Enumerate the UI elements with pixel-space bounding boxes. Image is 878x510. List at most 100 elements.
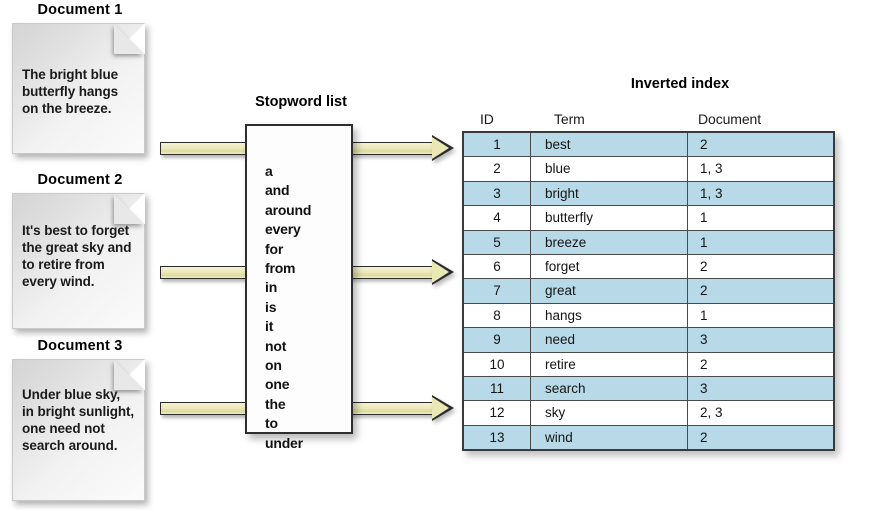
stopword-item: the	[265, 395, 286, 412]
document-3-group: Document 3 Under blue sky, in bright sun…	[0, 338, 160, 501]
cell-id: 3	[464, 181, 531, 207]
inverted-index-title: Inverted index	[630, 76, 730, 92]
column-header-document: Document	[698, 111, 762, 127]
document-3-text: Under blue sky, in bright sunlight, one …	[22, 387, 135, 453]
document-1-title: Document 1	[37, 2, 123, 18]
document-1-card: The bright blue butterfly hangs on the b…	[12, 23, 145, 154]
stopword-item: every	[265, 221, 301, 238]
cell-term: great	[530, 278, 688, 304]
stopword-item: for	[265, 240, 284, 257]
cell-id: 1	[464, 133, 531, 158]
cell-term: best	[530, 133, 688, 158]
cell-document: 1, 3	[687, 181, 833, 207]
cell-id: 11	[464, 376, 531, 402]
cell-term: forget	[530, 254, 688, 280]
cell-term: breeze	[530, 230, 688, 256]
page-fold-icon	[114, 24, 144, 54]
page-fold-icon	[114, 194, 144, 224]
cell-term: search	[530, 376, 688, 402]
stopword-item: is	[265, 298, 277, 315]
cell-term: sky	[530, 400, 688, 426]
stopword-item: on	[265, 357, 282, 374]
document-2-title: Document 2	[37, 172, 123, 188]
stopword-list-words: a and around every for from in is it not on one the t…	[247, 126, 351, 453]
cell-id: 7	[464, 278, 531, 304]
cell-id: 12	[464, 400, 531, 426]
page-fold-icon	[114, 360, 144, 390]
stopword-item: under	[265, 434, 303, 451]
stopword-item: a	[265, 163, 273, 179]
arrowhead-fill	[432, 397, 449, 420]
stopword-item: in	[265, 279, 278, 296]
cell-document: 3	[687, 327, 833, 353]
cell-id: 6	[464, 254, 531, 280]
cell-term: retire	[530, 352, 688, 378]
cell-document: 2	[687, 254, 833, 280]
cell-id: 2	[464, 156, 531, 182]
arrow-document-3-to-stopword	[160, 402, 255, 415]
cell-id: 8	[464, 303, 531, 329]
document-3-title: Document 3	[37, 338, 123, 354]
stopword-item: around	[265, 201, 312, 218]
cell-term: blue	[530, 156, 688, 182]
arrow-document-2-to-stopword	[160, 266, 255, 279]
stopword-list-box: a and around every for from in is it not on one the t…	[245, 124, 353, 451]
cell-term: bright	[530, 181, 688, 207]
inverted-index-header-row: ID Term Document	[462, 111, 835, 130]
cell-document: 3	[687, 376, 833, 402]
cell-id: 10	[464, 352, 531, 378]
arrow-document-1-to-stopword	[160, 142, 255, 155]
cell-document: 2	[687, 278, 833, 304]
arrow-shaft	[348, 266, 434, 279]
cell-id: 5	[464, 230, 531, 256]
cell-document: 1, 3	[687, 156, 833, 182]
cell-term: hangs	[530, 303, 688, 329]
column-header-id: ID	[480, 111, 494, 127]
stopword-item: not	[265, 337, 287, 354]
arrowhead-fill	[432, 261, 449, 284]
cell-term: wind	[530, 425, 688, 450]
cell-document: 2	[687, 425, 833, 450]
column-header-term: Term	[554, 111, 585, 127]
stopword-item: it	[265, 318, 274, 335]
document-2-text: It's best to forget the great sky and to…	[22, 223, 132, 289]
document-1-group: Document 1 The bright blue butterfly han…	[0, 2, 160, 154]
cell-id: 9	[464, 327, 531, 353]
cell-document: 2	[687, 352, 833, 378]
stopword-item: from	[265, 260, 296, 277]
cell-id: 4	[464, 205, 531, 231]
cell-document: 1	[687, 230, 833, 256]
document-2-group: Document 2 It's best to forget the great…	[0, 172, 160, 329]
cell-document: 1	[687, 303, 833, 329]
stopword-item: one	[265, 376, 290, 393]
cell-document: 1	[687, 205, 833, 231]
cell-term: need	[530, 327, 688, 353]
cell-document: 2, 3	[687, 400, 833, 426]
stopword-item: to	[265, 415, 278, 432]
cell-id: 13	[464, 425, 531, 450]
stopword-item: and	[265, 182, 290, 199]
arrow-shaft	[348, 142, 434, 155]
arrow-shaft	[348, 402, 434, 415]
document-3-card: Under blue sky, in bright sunlight, one …	[12, 359, 145, 501]
stopword-list-title: Stopword list	[255, 94, 347, 110]
document-1-text: The bright blue butterfly hangs on the b…	[22, 67, 119, 116]
cell-term: butterfly	[530, 205, 688, 231]
arrowhead-fill	[432, 137, 449, 160]
document-2-card: It's best to forget the great sky and to…	[12, 193, 145, 329]
